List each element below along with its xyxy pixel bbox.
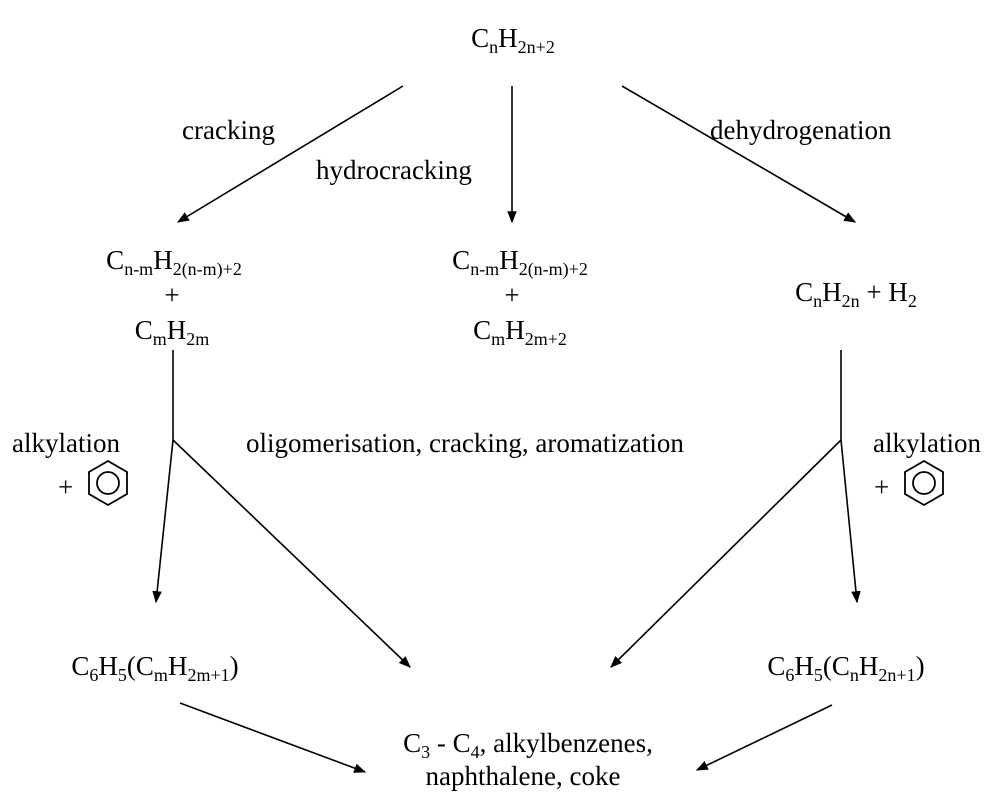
hydrocracking-product-alkane-2: CmH2m+2 [473,315,567,349]
cracking-product-alkane: Cn-mH2(n-m)+2 [106,245,242,279]
dehydrogenation-product: CnH2n + H2 [795,277,917,311]
arrow-left-to-bottom [172,439,411,668]
arrow-alkyl-right-to-bottom [695,704,833,771]
label-cracking: cracking [182,115,275,145]
cracking-product-plus: + [164,280,180,310]
arrow-left-alkylation [152,439,174,604]
arrow-cracking [176,85,404,223]
label-dehydrogenation: dehydrogenation [710,115,892,145]
benzene-ring-icon [904,459,944,507]
hydrocracking-product-plus: + [504,280,520,310]
label-oligomerisation: oligomerisation, cracking, aromatization [246,428,684,458]
benzene-ring-icon [88,459,128,507]
hydrocracking-product-alkane-1: Cn-mH2(n-m)+2 [452,245,588,279]
plus-left: + [58,472,74,502]
cracking-product-alkene: CmH2m [134,315,210,349]
plus-right: + [874,472,890,502]
final-products-line1: C3 - C4, alkylbenzenes, [403,728,653,762]
label-hydrocracking: hydrocracking [316,155,472,185]
alkylbenzene-right: C6H5(CnH2n+1) [767,651,925,685]
arrow-right-to-bottom [610,439,842,668]
reactant-alkane: CnH2n+2 [471,23,555,57]
label-alkylation-right: alkylation [873,428,981,458]
arrow-alkyl-left-to-bottom [179,702,367,773]
label-alkylation-left: alkylation [12,428,120,458]
arrow-dehydrogenation [621,85,857,223]
final-products-line2: naphthalene, coke [425,761,621,791]
alkylbenzene-left: C6H5(CmH2m+1) [71,651,239,685]
arrow-right-alkylation [840,439,861,604]
